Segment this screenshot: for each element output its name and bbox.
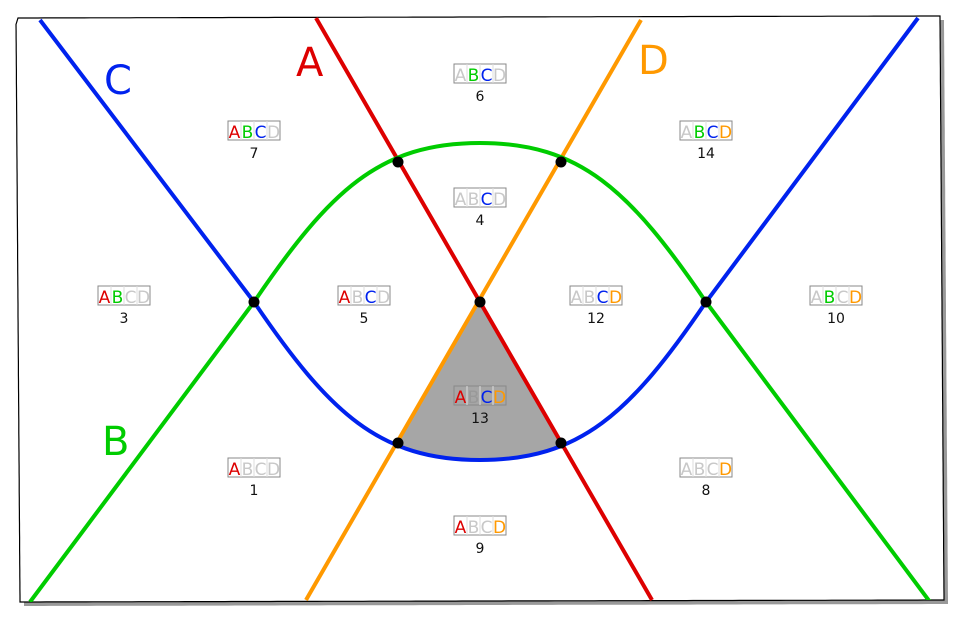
- curve-B: [28, 140, 932, 602]
- intersection-points: [248, 156, 712, 449]
- region-letter-C: C: [125, 288, 137, 308]
- region-letter-D: D: [493, 388, 506, 408]
- label-B: B: [102, 419, 129, 465]
- region-letter-A: A: [339, 288, 351, 308]
- line-D: [304, 18, 643, 602]
- region-number: 14: [697, 146, 715, 162]
- region-letter-A: A: [99, 288, 111, 308]
- region-number: 4: [476, 213, 485, 229]
- region-number: 12: [587, 311, 605, 327]
- region-letter-C: C: [707, 123, 719, 143]
- region-letter-B: B: [468, 388, 480, 408]
- region-letter-C: C: [481, 388, 493, 408]
- region-number: 7: [250, 146, 259, 162]
- region-letter-A: A: [229, 123, 241, 143]
- region-letter-B: B: [242, 123, 254, 143]
- region-number: 1: [250, 483, 259, 499]
- region-letter-A: A: [455, 518, 467, 538]
- region-letter-D: D: [719, 123, 732, 143]
- region-letter-B: B: [694, 123, 706, 143]
- label-D: D: [638, 38, 669, 84]
- region-letter-A: A: [681, 123, 693, 143]
- region-letter-D: D: [493, 190, 506, 210]
- intersection-dot: [555, 437, 567, 449]
- region-letter-B: B: [468, 518, 480, 538]
- curve-C: [38, 16, 920, 463]
- region-letter-D: D: [719, 460, 732, 480]
- region-letter-D: D: [493, 518, 506, 538]
- intersection-dot: [392, 156, 404, 168]
- region-letter-B: B: [694, 460, 706, 480]
- region-letter-D: D: [267, 460, 280, 480]
- line-A: [314, 17, 654, 601]
- region-number: 6: [476, 89, 485, 105]
- region-letter-A: A: [811, 288, 823, 308]
- region-number: 3: [120, 311, 129, 327]
- region-letter-B: B: [112, 288, 124, 308]
- label-C: C: [104, 58, 132, 104]
- label-A: A: [296, 40, 324, 86]
- region-number: 5: [360, 311, 369, 327]
- region-letter-B: B: [468, 66, 480, 86]
- region-letter-C: C: [255, 460, 267, 480]
- region-letter-D: D: [849, 288, 862, 308]
- region-letter-C: C: [837, 288, 849, 308]
- region-letter-B: B: [824, 288, 836, 308]
- intersection-dot: [248, 296, 260, 308]
- region-number: 13: [471, 411, 489, 427]
- region-letter-B: B: [352, 288, 364, 308]
- region-letter-C: C: [707, 460, 719, 480]
- region-letter-A: A: [571, 288, 583, 308]
- region-letter-A: A: [455, 66, 467, 86]
- intersection-dot: [474, 296, 486, 308]
- intersection-dot: [392, 437, 404, 449]
- region-letter-C: C: [365, 288, 377, 308]
- region-letter-A: A: [455, 388, 467, 408]
- intersection-dot: [555, 156, 567, 168]
- region-letter-D: D: [609, 288, 622, 308]
- region-letter-C: C: [481, 190, 493, 210]
- intersection-dot: [700, 296, 712, 308]
- region-number: 8: [702, 483, 711, 499]
- region-letter-D: D: [267, 123, 280, 143]
- region-letter-C: C: [597, 288, 609, 308]
- region-letter-B: B: [242, 460, 254, 480]
- region-letter-B: B: [584, 288, 596, 308]
- region-letter-D: D: [377, 288, 390, 308]
- region-letter-C: C: [481, 518, 493, 538]
- region-letter-D: D: [137, 288, 150, 308]
- region-letter-C: C: [255, 123, 267, 143]
- region-number: 10: [827, 311, 845, 327]
- region-letter-C: C: [481, 66, 493, 86]
- region-number: 9: [476, 541, 485, 557]
- region-letter-D: D: [493, 66, 506, 86]
- region-letter-A: A: [455, 190, 467, 210]
- region-letter-B: B: [468, 190, 480, 210]
- region-letter-A: A: [681, 460, 693, 480]
- region-letter-A: A: [229, 460, 241, 480]
